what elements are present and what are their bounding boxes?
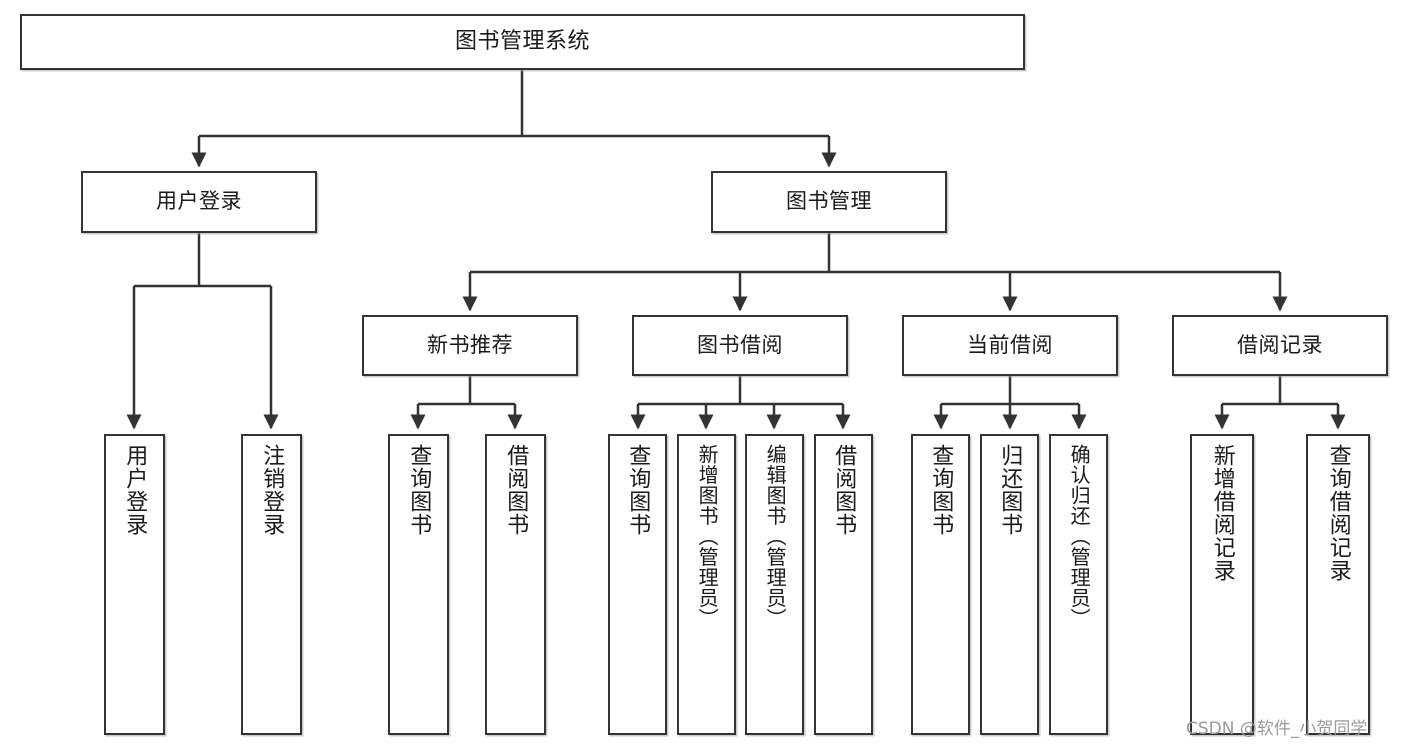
leaf-borrow-book-bb[interactable]: 借阅图书 [814, 434, 873, 735]
node-label: 注销登录 [259, 444, 285, 536]
node-label: 新增图书（管理员） [695, 444, 720, 629]
leaf-query-book-bb[interactable]: 查询图书 [608, 434, 667, 735]
node-book-management[interactable]: 图书管理 [711, 171, 947, 233]
node-label: 图书借阅 [697, 332, 783, 357]
node-label: 归还图书 [997, 444, 1023, 536]
node-label: 用户登录 [122, 444, 148, 536]
node-label: 新书推荐 [427, 332, 513, 357]
leaf-query-book-nb[interactable]: 查询图书 [388, 434, 449, 735]
leaf-add-book-admin[interactable]: 新增图书（管理员） [677, 434, 736, 735]
node-label: 图书管理系统 [454, 28, 590, 54]
node-label: 编辑图书（管理员） [763, 444, 788, 629]
node-borrow-record[interactable]: 借阅记录 [1172, 315, 1388, 376]
node-label: 当前借阅 [967, 332, 1053, 357]
leaf-logout[interactable]: 注销登录 [241, 434, 302, 735]
node-user-login[interactable]: 用户登录 [81, 171, 317, 233]
leaf-borrow-book-nb[interactable]: 借阅图书 [485, 434, 546, 735]
node-label: 用户登录 [156, 189, 242, 214]
leaf-edit-book-admin[interactable]: 编辑图书（管理员） [745, 434, 804, 735]
node-label: 借阅记录 [1237, 332, 1323, 357]
node-label: 确认归还（管理员） [1067, 444, 1092, 629]
leaf-query-book-cb[interactable]: 查询图书 [911, 434, 970, 735]
node-root-book-management-system[interactable]: 图书管理系统 [20, 14, 1025, 70]
leaf-query-borrow-record[interactable]: 查询借阅记录 [1306, 434, 1370, 735]
node-current-borrow[interactable]: 当前借阅 [902, 315, 1118, 376]
node-label: 图书管理 [786, 189, 872, 214]
node-label: 借阅图书 [831, 444, 857, 536]
node-label: 借阅图书 [503, 444, 529, 536]
node-label: 查询图书 [928, 444, 954, 536]
leaf-return-book[interactable]: 归还图书 [980, 434, 1039, 735]
node-label: 新增借阅记录 [1209, 444, 1235, 582]
node-label: 查询图书 [625, 444, 651, 536]
leaf-add-borrow-record[interactable]: 新增借阅记录 [1190, 434, 1254, 735]
node-new-book-recommend[interactable]: 新书推荐 [362, 315, 578, 376]
node-label: 查询图书 [406, 444, 432, 536]
csdn-watermark: CSDN @软件_小贺同学 [1186, 719, 1368, 739]
node-book-borrow[interactable]: 图书借阅 [632, 315, 848, 376]
node-label: 查询借阅记录 [1325, 444, 1351, 582]
leaf-user-login[interactable]: 用户登录 [104, 434, 165, 735]
leaf-confirm-return-admin[interactable]: 确认归还（管理员） [1049, 434, 1108, 735]
